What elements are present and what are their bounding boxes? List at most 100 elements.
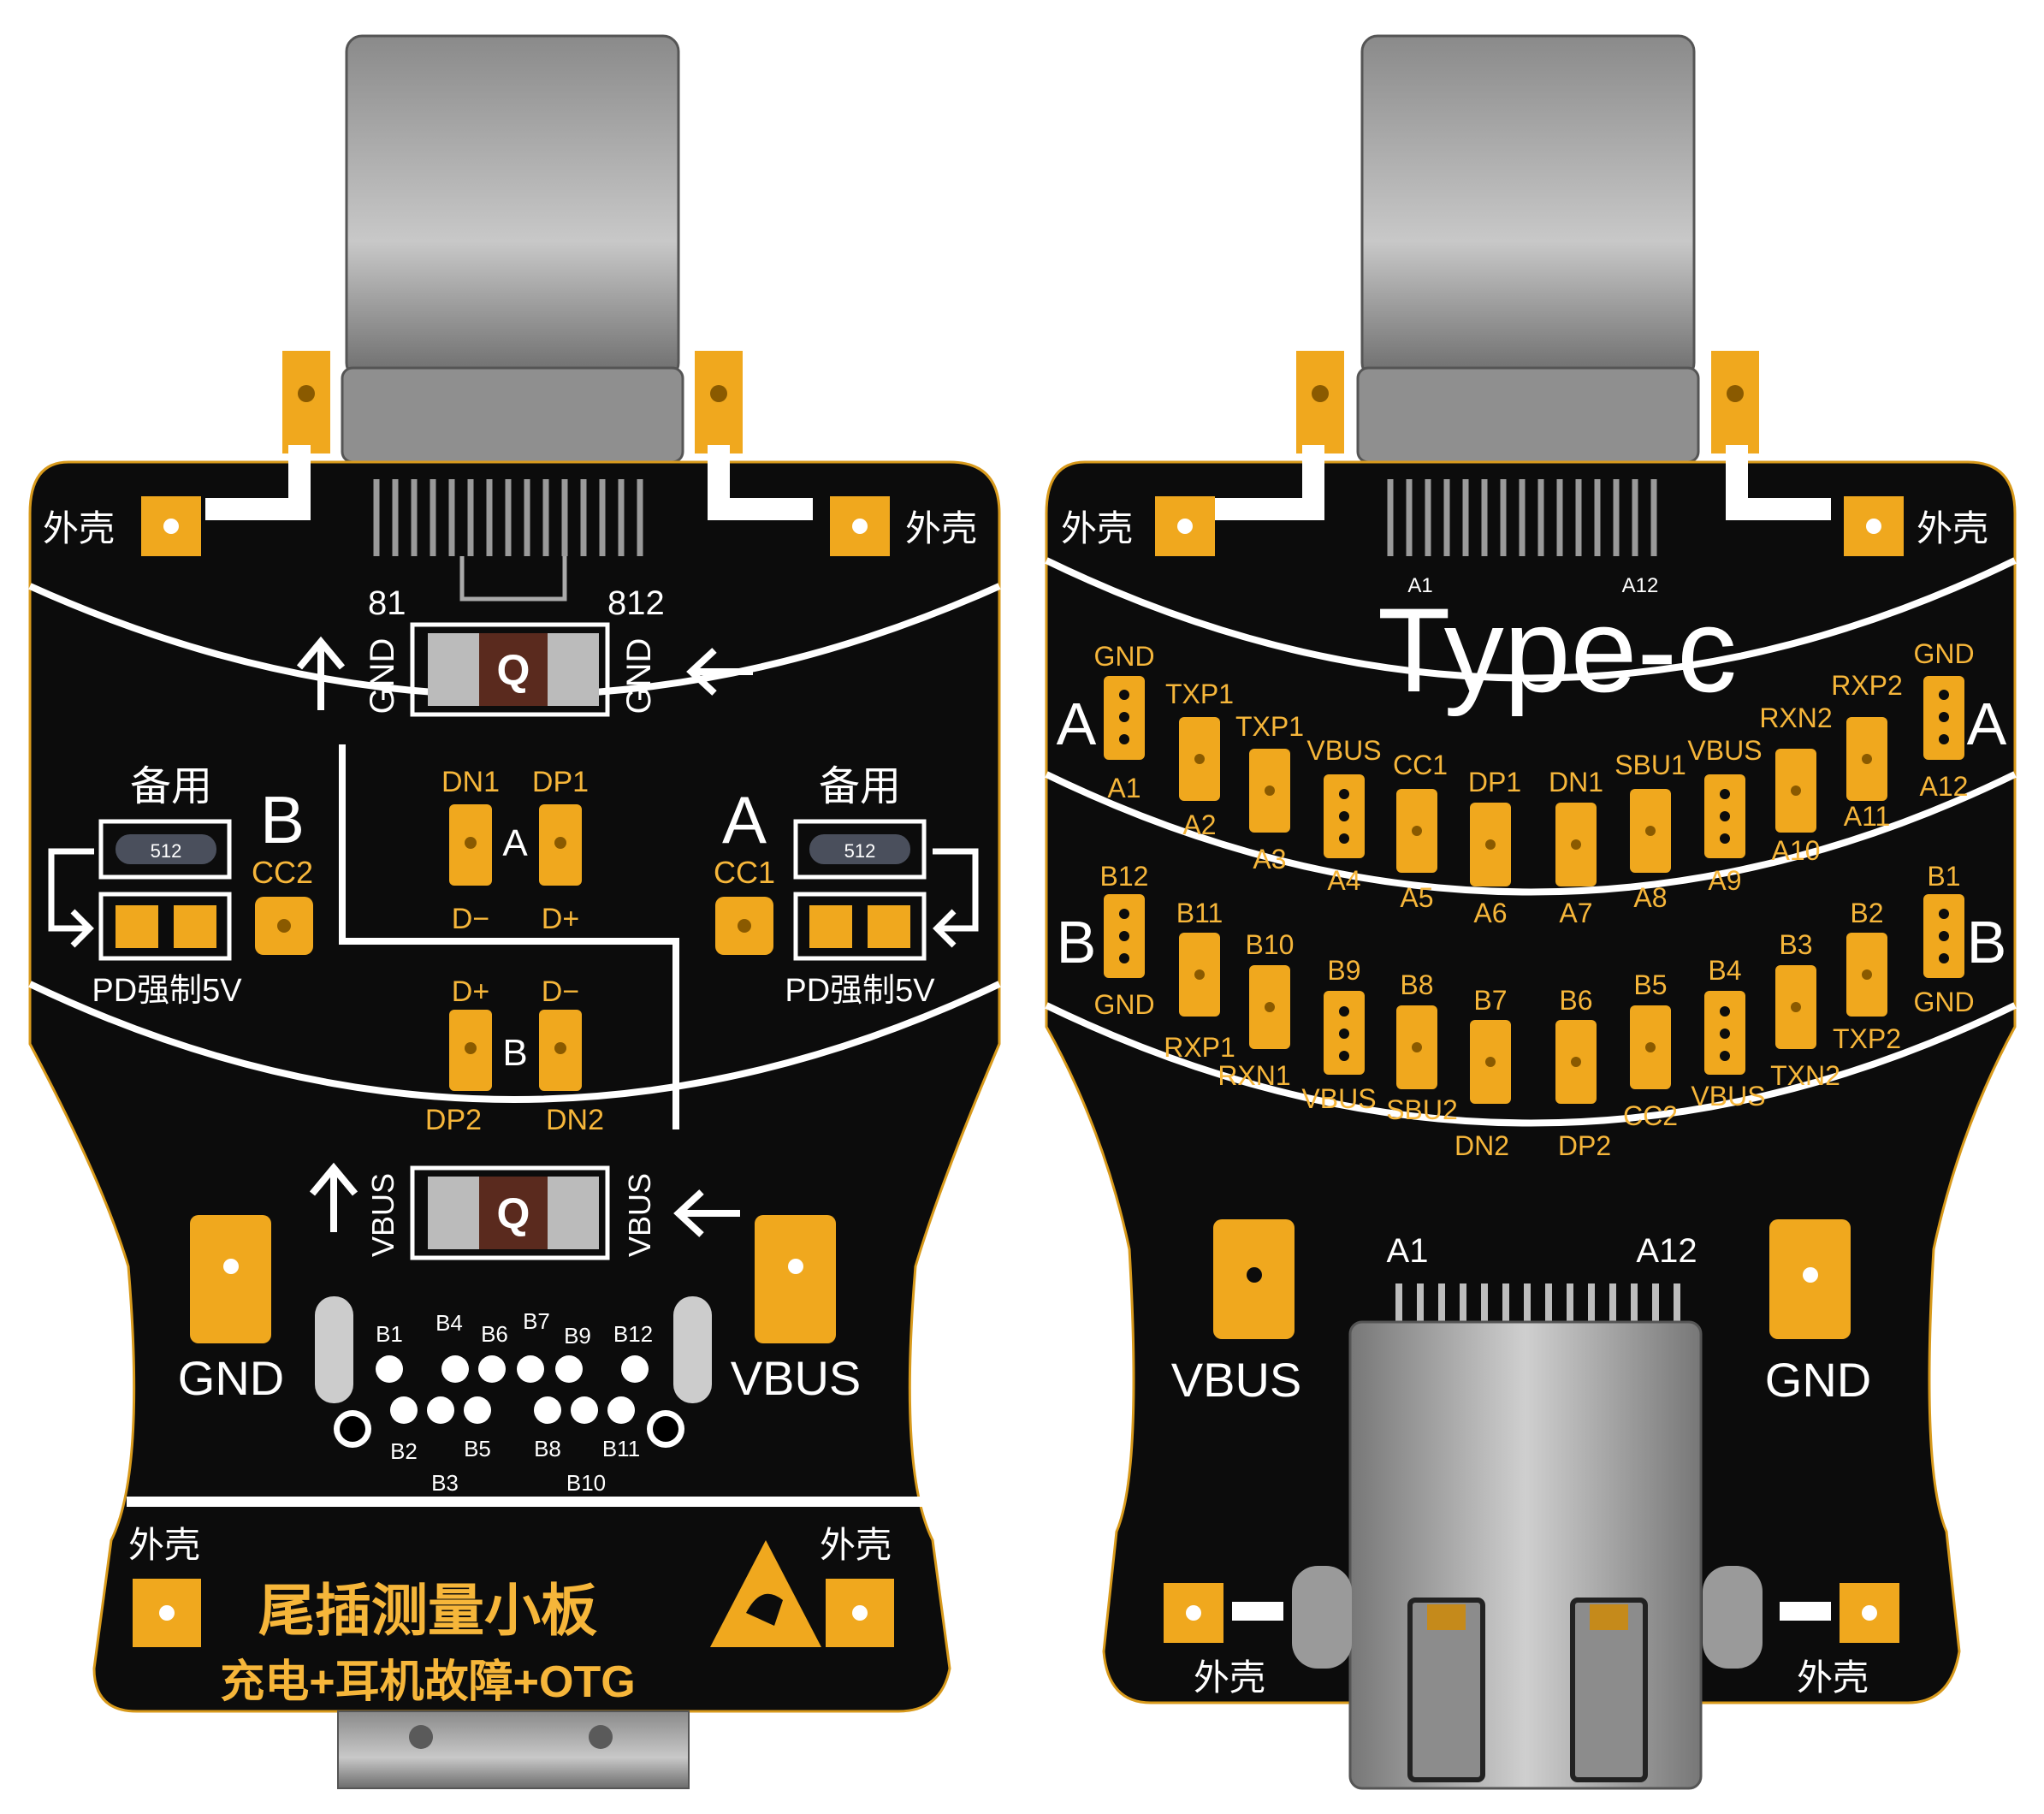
a-pin-id: A9 <box>1708 865 1741 896</box>
arrow-up-icon <box>309 1162 358 1232</box>
resistor-code: 512 <box>844 840 876 862</box>
a-pin-name: GND <box>1093 641 1154 672</box>
b-pin-id: B11 <box>1176 898 1223 928</box>
b-pin-id: B3 <box>1779 929 1812 960</box>
b-pin-label: B12 <box>613 1321 653 1347</box>
shell-label: 外壳 <box>1194 1657 1265 1698</box>
vbus-big-label: VBUS <box>731 1351 862 1405</box>
a-pin-id: A1 <box>1107 773 1140 803</box>
gnd-label: GND <box>364 638 401 714</box>
d-plus-label: D+ <box>542 903 579 935</box>
b-pin-name: CC2 <box>1623 1100 1678 1131</box>
b-pin-name: TXP2 <box>1833 1023 1901 1054</box>
b-pin-id: B10 <box>1246 929 1295 960</box>
dp1-label: DP1 <box>532 766 589 798</box>
b-pin-label: B11 <box>602 1436 640 1461</box>
pin-a1: A1 <box>1407 574 1432 597</box>
b-pin-id: B12 <box>1100 861 1149 892</box>
resistor-code: 512 <box>151 840 182 862</box>
d-plus-label: D+ <box>452 975 489 1008</box>
a-pin-name: TXP1 <box>1235 711 1304 742</box>
side-a-label: A <box>1967 691 2007 757</box>
side-b-label: B <box>1967 909 2007 975</box>
usb-c-plug-top <box>1360 34 1696 380</box>
vbus-label: VBUS <box>365 1173 400 1257</box>
arrow-up-icon <box>296 636 346 710</box>
dp2-label: DP2 <box>425 1104 482 1136</box>
b-pin-label: B7 <box>523 1308 550 1334</box>
b-pin-label: B4 <box>435 1310 463 1336</box>
arrow-left-icon <box>686 648 753 696</box>
b-pin-name: SBU2 <box>1386 1094 1458 1125</box>
b-pin-label: B2 <box>390 1438 418 1464</box>
b-pin-id: B6 <box>1559 985 1592 1016</box>
d-minus-label: D− <box>542 975 579 1008</box>
b-row: B12 GND B11 RXP1 B10 RXN1 B9 VBUS B8 SBU… <box>1093 861 1974 1161</box>
a-pin-id: A4 <box>1327 865 1360 896</box>
usb-c-plug-top <box>345 34 680 380</box>
group-b-label: B <box>502 1032 527 1074</box>
a-pin-name: VBUS <box>1687 735 1762 766</box>
gnd-big-label: GND <box>1765 1353 1871 1407</box>
arrow-left-icon <box>673 1189 740 1237</box>
a-pin-id: A6 <box>1473 898 1507 928</box>
a-pin-name: GND <box>1913 638 1974 669</box>
pd-force-label: PD强制5V <box>785 973 935 1009</box>
dn1-label: DN1 <box>441 766 500 798</box>
pd-force-label: PD强制5V <box>92 973 242 1009</box>
spare-label: 备用 <box>819 764 901 809</box>
dn2-label: DN2 <box>546 1104 604 1136</box>
a-pin-name: VBUS <box>1306 735 1381 766</box>
side-a-label: A <box>722 782 767 857</box>
b-pin-name: TXN2 <box>1770 1060 1840 1091</box>
gnd-label: GND <box>620 638 658 714</box>
a-pin-id: A8 <box>1633 882 1667 913</box>
pin-a12: A12 <box>1622 574 1659 597</box>
a-row: GND A1 TXP1 A2 TXP1 A3 VBUS A4 CC1 A5 DP… <box>1093 638 1974 928</box>
a-pin-name: RXN2 <box>1759 702 1832 733</box>
b-pin-name: VBUS <box>1301 1083 1376 1114</box>
a-pin-id: A12 <box>1920 771 1969 802</box>
cc1-label: CC1 <box>714 855 775 890</box>
shell-label: 外壳 <box>1917 508 1988 548</box>
shell-label: 外壳 <box>820 1525 892 1565</box>
b-pin-id: B8 <box>1400 969 1433 1000</box>
b-pin-name: RXP1 <box>1164 1032 1235 1063</box>
b-pin-id: B7 <box>1473 985 1507 1016</box>
shell-label: 外壳 <box>1061 508 1133 548</box>
d-minus-label: D− <box>452 903 489 935</box>
shell-label: 外壳 <box>128 1525 200 1565</box>
a-pin-name: RXP2 <box>1831 670 1903 701</box>
b-pin-id: B2 <box>1850 898 1883 928</box>
pin-81: 81 <box>368 584 406 622</box>
spare-label: 备用 <box>130 764 212 809</box>
b-pin-id: B9 <box>1327 955 1360 986</box>
b-pin-id: B4 <box>1708 955 1741 986</box>
cc2-label: CC2 <box>252 855 313 890</box>
b-pin-id: B1 <box>1927 861 1960 892</box>
a-pin-id: A10 <box>1772 835 1821 866</box>
b-pin-id: B5 <box>1633 969 1667 1000</box>
conn-a12-label: A12 <box>1636 1232 1697 1270</box>
side-a-label: A <box>1057 691 1097 757</box>
a-pin-id: A7 <box>1559 898 1592 928</box>
a-pin-id: A11 <box>1844 801 1891 832</box>
a-pin-name: DP1 <box>1468 767 1521 797</box>
board-title: 尾插测量小板 <box>258 1579 597 1642</box>
b-pin-name: DP2 <box>1558 1130 1611 1161</box>
b-pin-label: B9 <box>564 1323 591 1349</box>
b-pin-label: B1 <box>376 1321 403 1347</box>
pin-812: 812 <box>607 584 665 622</box>
b-pin-label: B8 <box>534 1436 561 1461</box>
shell-label: 外壳 <box>1797 1657 1869 1698</box>
usb-c-receptacle <box>1348 1320 1703 1790</box>
a-pin-name: DN1 <box>1549 767 1603 797</box>
b-pin-name: GND <box>1913 987 1974 1017</box>
q-label: Q <box>497 1189 530 1237</box>
b-pin-name: DN2 <box>1454 1130 1509 1161</box>
a-pin-id: A5 <box>1400 882 1433 913</box>
group-a-label: A <box>502 822 528 864</box>
shell-label: 外壳 <box>905 508 977 548</box>
b-pin-name: RXN1 <box>1218 1060 1290 1091</box>
